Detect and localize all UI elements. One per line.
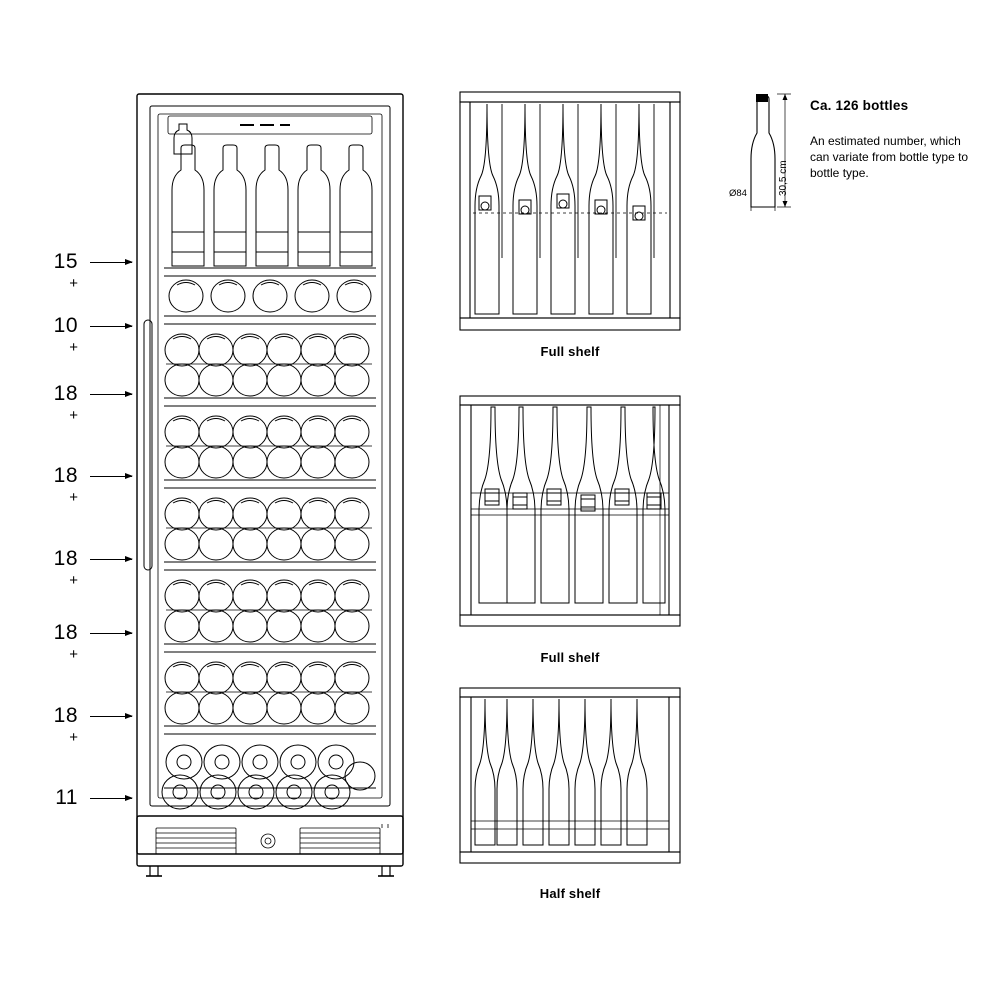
capacity-row-8: 11 xyxy=(44,787,78,808)
capacity-arrow-4 xyxy=(90,472,133,479)
bottle-diameter-dimension: Ø84 xyxy=(729,188,747,199)
capacity-plus-1: + xyxy=(69,275,78,292)
capacity-arrow-2 xyxy=(90,322,133,329)
capacity-plus-7: + xyxy=(69,729,78,746)
capacity-arrow-6 xyxy=(90,629,133,636)
bottle-count-title: Ca. 126 bottles xyxy=(810,98,909,113)
half-shelf-illustration xyxy=(459,687,681,864)
bottle-count-description: An estimated number, which can variate f… xyxy=(810,134,969,180)
bottle-dimension-illustration xyxy=(750,93,791,211)
capacity-plus-4: + xyxy=(69,489,78,506)
capacity-row-1: 15 xyxy=(44,251,78,272)
capacity-arrow-5 xyxy=(90,555,133,562)
capacity-count-1: 15 xyxy=(53,250,78,273)
capacity-count-3: 18 xyxy=(53,382,78,405)
shelf-caption-3: Half shelf xyxy=(539,886,601,901)
capacity-arrow-7 xyxy=(90,712,133,719)
capacity-arrow-8 xyxy=(90,794,133,801)
wine-cabinet-illustration xyxy=(136,93,404,877)
capacity-row-3: 18 xyxy=(44,383,78,404)
capacity-plus-5: + xyxy=(69,572,78,589)
capacity-row-2: 10 xyxy=(44,315,78,336)
capacity-count-2: 10 xyxy=(53,314,78,337)
capacity-plus-3: + xyxy=(69,407,78,424)
capacity-plus-6: + xyxy=(69,646,78,663)
capacity-row-6: 18 xyxy=(44,622,78,643)
capacity-plus-2: + xyxy=(69,339,78,356)
capacity-count-5: 18 xyxy=(53,547,78,570)
bottle-height-dimension: 30,5 cm xyxy=(778,160,789,196)
capacity-count-7: 18 xyxy=(53,704,78,727)
capacity-row-7: 18 xyxy=(44,705,78,726)
capacity-count-4: 18 xyxy=(53,464,78,487)
capacity-arrow-3 xyxy=(90,390,133,397)
capacity-count-8: 11 xyxy=(55,786,78,809)
capacity-arrow-1 xyxy=(90,258,133,265)
capacity-row-4: 18 xyxy=(44,465,78,486)
capacity-count-6: 18 xyxy=(53,621,78,644)
shelf-caption-1: Full shelf xyxy=(540,344,600,359)
capacity-row-5: 18 xyxy=(44,548,78,569)
full-shelf-top-illustration xyxy=(459,91,681,331)
shelf-caption-2: Full shelf xyxy=(540,650,600,665)
full-shelf-middle-illustration xyxy=(459,395,681,627)
